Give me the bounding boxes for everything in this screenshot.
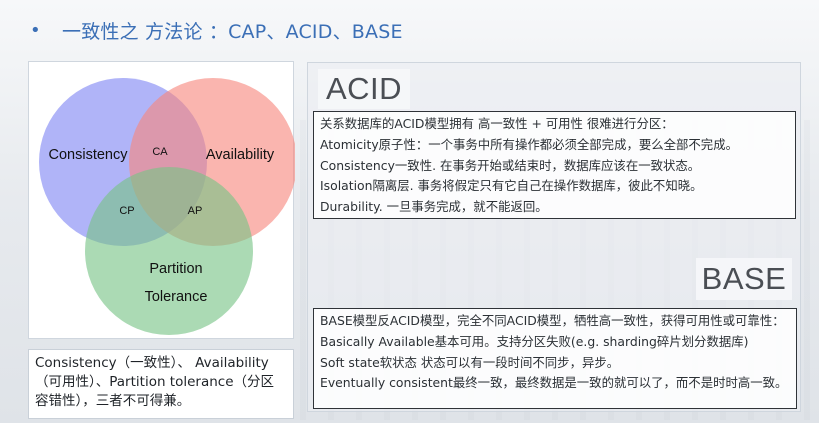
partition-tolerance-circle — [85, 167, 253, 335]
acid-description-box: 关系数据库的ACID模型拥有 高一致性 + 可用性 很难进行分区： Atomic… — [313, 111, 796, 219]
venn-diagram-card: Consistency Availability Partition Toler… — [28, 61, 295, 339]
cap-venn-diagram: Consistency Availability Partition Toler… — [39, 78, 295, 335]
acid-line: Consistency一致性. 在事务开始或结束时，数据库应该在一致状态。 — [320, 157, 701, 173]
acid-heading: ACID — [318, 69, 410, 109]
base-line: Basically Available基本可用。支持分区失败(e.g. shar… — [320, 333, 749, 349]
base-description-box: BASE模型反ACID模型，完全不同ACID模型，牺牲高一致性，获得可用性或可靠… — [313, 308, 797, 409]
ap-intersection-label: AP — [188, 205, 203, 217]
base-line: BASE模型反ACID模型，完全不同ACID模型，牺牲高一致性，获得可用性或可靠… — [320, 313, 785, 328]
title-bullet: • — [30, 19, 41, 41]
consistency-label: Consistency — [49, 147, 129, 163]
availability-label: Availability — [206, 147, 275, 163]
acid-line: 关系数据库的ACID模型拥有 高一致性 + 可用性 很难进行分区： — [320, 116, 674, 131]
base-heading: BASE — [696, 258, 792, 300]
cap-caption: Consistency（一致性）、 Availability（可用性）、Part… — [28, 349, 294, 419]
base-line: Soft state软状态 状态可以有一段时间不同步，异步。 — [320, 354, 620, 370]
partition-label-line1: Partition — [149, 261, 202, 277]
acid-line: Durability. 一旦事务完成，就不能返回。 — [320, 199, 548, 215]
acid-line: Isolation隔离层. 事务将假定只有它自己在操作数据库，彼此不知晓。 — [320, 178, 703, 194]
ca-intersection-label: CA — [152, 146, 168, 158]
partition-label-line2: Tolerance — [145, 289, 208, 305]
slide-title-row: • 一致性之 方法论 ：CAP、ACID、BASE — [30, 14, 403, 46]
cp-intersection-label: CP — [119, 205, 134, 217]
slide-title: 一致性之 方法论 ：CAP、ACID、BASE — [62, 20, 403, 43]
acid-line: Atomicity原子性：一个事务中所有操作都必须全部完成，要么全部不完成。 — [320, 136, 738, 152]
base-line: Eventually consistent最终一致，最终数据是一致的就可以了，而… — [320, 375, 788, 391]
